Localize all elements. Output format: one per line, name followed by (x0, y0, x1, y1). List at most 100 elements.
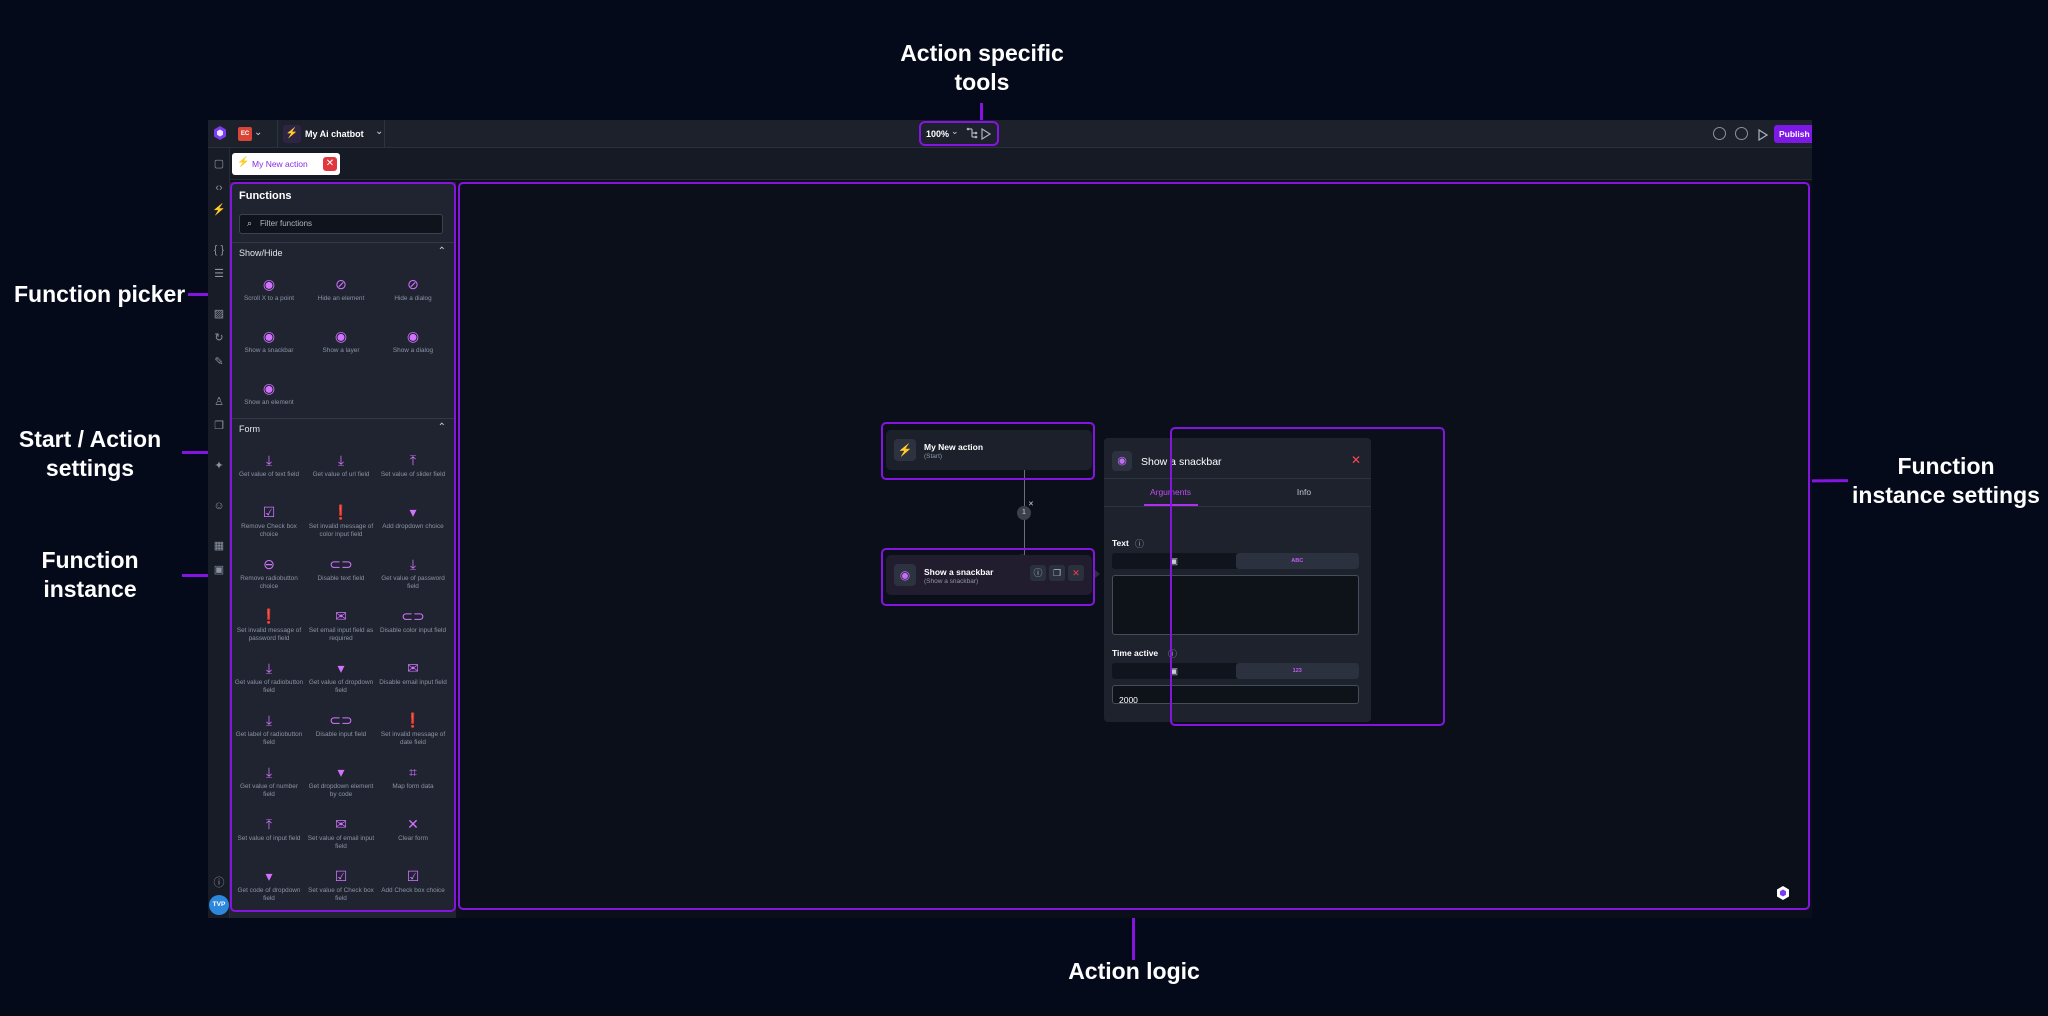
function-item[interactable]: ❗Set invalid message of date field (378, 712, 448, 746)
info-button[interactable]: ⓘ (1030, 565, 1046, 581)
function-item[interactable]: ◉Scroll X to a point (234, 276, 304, 303)
filter-functions-input[interactable]: ⌕ Filter functions (239, 214, 443, 234)
time-mode-toggle[interactable]: ▣ 123 (1112, 663, 1359, 679)
function-item[interactable]: ☑Set value of Check box field (306, 868, 376, 902)
info-icon[interactable]: ⓘ (1135, 539, 1145, 549)
expression-icon[interactable]: ▣ (1169, 556, 1178, 566)
checkbox-icon: ☑ (262, 504, 276, 520)
function-item[interactable]: ▾Get code of dropdown field (234, 868, 304, 902)
function-item[interactable]: ⊘Hide a dialog (378, 276, 448, 303)
users-icon[interactable]: ♙ (214, 396, 224, 408)
braces-icon[interactable]: { } (213, 244, 225, 256)
project-selector[interactable]: ⚡ My Ai chatbot ⌄ (283, 124, 401, 144)
bag-icon[interactable]: ▣ (213, 564, 225, 576)
section-show-hide[interactable]: Show/Hide ⌃ (230, 242, 456, 262)
function-item[interactable]: ✉Set email input field as required (306, 608, 376, 642)
bug-icon[interactable] (1713, 127, 1726, 140)
chevron-down-icon[interactable]: ⌄ (254, 127, 263, 138)
copy-icon[interactable]: ❐ (214, 420, 224, 432)
action-canvas[interactable]: ⚡ My New action (Start) 1 ✕ ▾ ◉ Show a s… (460, 182, 1812, 918)
highlight-function-node (881, 548, 1095, 606)
function-item[interactable]: ▾Get value of dropdown field (306, 660, 376, 694)
function-item[interactable]: ⤓Get value of radiobutton field (234, 660, 304, 694)
function-item[interactable]: ▾Get dropdown element by code (306, 764, 376, 798)
function-item[interactable]: ◉Show a layer (306, 328, 376, 355)
function-item[interactable]: ⤒Set value of input field (234, 816, 304, 843)
function-item[interactable]: ⤓Get value of text field (234, 452, 304, 479)
delete-button[interactable]: ✕ (1068, 565, 1084, 581)
highlight-action-tools (919, 121, 999, 146)
section-form[interactable]: Form ⌃ (230, 418, 456, 438)
function-item[interactable]: ✉Disable email input field (378, 660, 448, 687)
function-item[interactable]: ❗Set invalid message of password field (234, 608, 304, 642)
function-item-label: Set invalid message of date field (380, 731, 446, 746)
function-item[interactable]: ⤓Get value of password field (378, 556, 448, 590)
settings-icon[interactable] (1735, 127, 1748, 140)
zoom-level[interactable]: 100% (926, 129, 950, 139)
download-icon: ⤓ (265, 660, 273, 676)
close-tab-button[interactable]: ✕ (323, 157, 337, 171)
chevron-up-icon[interactable]: ⌃ (437, 422, 446, 433)
function-item[interactable]: ❗Set invalid message of color input fiel… (306, 504, 376, 538)
function-item[interactable]: ⌗Map form data (378, 764, 448, 791)
user-icon[interactable]: ☺ (213, 500, 225, 512)
building-icon[interactable]: ▦ (213, 540, 225, 552)
alert-icon: ❗ (332, 504, 350, 520)
time-mode-123[interactable]: 123 (1235, 663, 1359, 679)
chevron-down-icon: ⌄ (375, 126, 384, 137)
play-icon[interactable] (1758, 128, 1769, 146)
info-icon[interactable]: ⓘ (213, 877, 225, 889)
refresh-icon[interactable]: ↻ (214, 332, 224, 344)
caret-down-icon: ▾ (337, 764, 345, 780)
brush-icon[interactable]: ✎ (214, 356, 224, 368)
text-mode-abc[interactable]: ABC (1235, 553, 1359, 569)
connector-badge[interactable]: 1 (1017, 506, 1031, 520)
function-item[interactable]: ◉Show a snackbar (234, 328, 304, 355)
function-item[interactable]: ▾Add dropdown choice (378, 504, 448, 531)
annotation-action-specific-tools: Action specific tools (900, 40, 1064, 95)
start-node[interactable]: ⚡ My New action (Start) (886, 430, 1092, 470)
avatar[interactable]: TVP (209, 895, 229, 915)
remove-connection-icon[interactable]: ✕ (1028, 501, 1034, 508)
function-item[interactable]: ⤒Set value of slider field (378, 452, 448, 479)
chevron-up-icon[interactable]: ⌃ (437, 246, 446, 257)
function-item[interactable]: ⊖Remove radiobutton choice (234, 556, 304, 590)
function-item[interactable]: ⤓Get value of url field (306, 452, 376, 479)
database-icon[interactable]: ☰ (214, 268, 224, 280)
eye-icon: ◉ (262, 380, 276, 396)
function-item[interactable]: ☑Remove Check box choice (234, 504, 304, 538)
page-icon[interactable]: ▢ (213, 158, 225, 170)
play-icon[interactable] (981, 127, 992, 145)
function-node[interactable]: ◉ Show a snackbar (Show a snackbar) ⓘ ❐ … (886, 555, 1092, 595)
puzzle-icon[interactable]: ✦ (214, 460, 224, 472)
function-item[interactable]: ✕Clear form (378, 816, 448, 843)
tab-my-new-action[interactable]: ⚡ My New action ✕ (232, 153, 340, 175)
tree-icon[interactable] (966, 126, 978, 145)
function-item[interactable]: ✉Set value of email input field (306, 816, 376, 850)
tab-info[interactable]: Info (1237, 478, 1371, 506)
function-item[interactable]: ⊂⊃Disable text field (306, 556, 376, 583)
info-icon[interactable]: ⓘ (1168, 649, 1178, 659)
function-item[interactable]: ☑Add Check box choice (378, 868, 448, 895)
image-icon[interactable]: ▨ (213, 308, 225, 320)
publish-button[interactable]: Publish (1774, 125, 1812, 143)
code-icon[interactable]: ‹› (215, 182, 223, 194)
function-item[interactable]: ⤓Get label of radiobutton field (234, 712, 304, 746)
logo-icon[interactable] (212, 125, 228, 141)
expression-icon[interactable]: ▣ (1169, 666, 1178, 676)
function-item[interactable]: ◉Show a dialog (378, 328, 448, 355)
function-item[interactable]: ⊂⊃Disable color input field (378, 608, 448, 635)
function-item[interactable]: ⊂⊃Disable input field (306, 712, 376, 739)
function-item[interactable]: ⊘Hide an element (306, 276, 376, 303)
time-active-input[interactable]: 2000 (1112, 685, 1359, 705)
close-icon[interactable]: ✕ (1351, 453, 1362, 467)
duplicate-button[interactable]: ❐ (1049, 565, 1065, 581)
text-value-field[interactable] (1112, 575, 1359, 635)
workspace-badge[interactable]: EC (238, 127, 252, 141)
text-mode-toggle[interactable]: ▣ ABC (1112, 553, 1359, 569)
function-item-label: Get value of url field (312, 471, 370, 478)
lightning-icon[interactable]: ⚡ (212, 204, 226, 216)
function-item[interactable]: ⤓Get value of number field (234, 764, 304, 798)
chevron-down-icon[interactable]: ⌄ (951, 126, 959, 136)
function-item[interactable]: ◉Show an element (234, 380, 304, 407)
